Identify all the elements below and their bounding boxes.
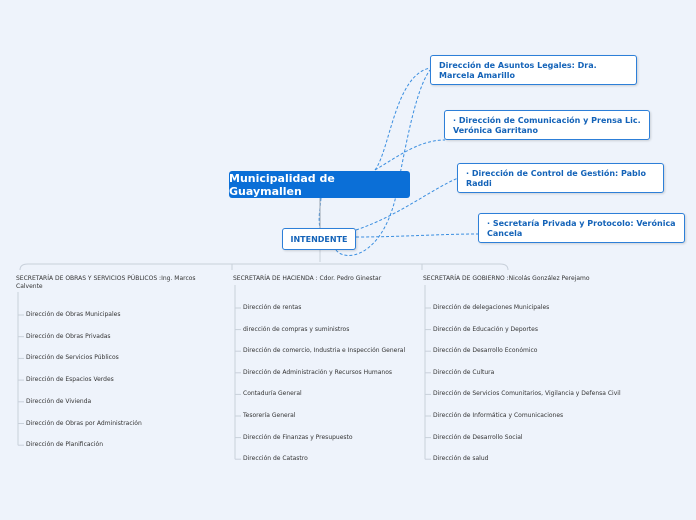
list-item[interactable]: Dirección de Cultura [433, 368, 495, 376]
column-hacienda-title[interactable]: SECRETARÍA DE HACIENDA : Cdor. Pedro Gin… [233, 275, 382, 282]
list-item[interactable]: Dirección de Espacios Verdes [26, 376, 114, 384]
node-comunicacion-prensa[interactable]: · Dirección de Comunicación y Prensa Lic… [444, 110, 650, 140]
list-item[interactable]: Dirección de Planificación [26, 441, 103, 449]
link-root-intendente [318, 197, 322, 229]
list-item[interactable]: Dirección de Informática y Comunicacione… [433, 412, 564, 419]
list-item[interactable]: Dirección de Desarrollo Social [433, 433, 523, 441]
list-item[interactable]: Dirección de Administración y Recursos H… [243, 368, 393, 376]
list-item[interactable]: Dirección de Catastro [243, 455, 308, 463]
column-gobierno-title[interactable]: SECRETARÍA DE GOBIERNO :Nicolás González… [423, 275, 590, 282]
node-asuntos-legales[interactable]: Dirección de Asuntos Legales: Dra. Marce… [430, 55, 637, 85]
link-intendente-columns [19, 250, 509, 271]
list-item[interactable]: Dirección de Obras Privadas [26, 332, 111, 340]
link-privada [355, 233, 479, 238]
list-item[interactable]: Dirección de Finanzas y Presupuesto [243, 433, 353, 441]
list-item[interactable]: Tesorería General [243, 412, 296, 419]
list-item[interactable]: Contaduría General [243, 390, 302, 398]
list-item[interactable]: Dirección de Obras por Administración [26, 419, 142, 427]
list-item[interactable]: Dirección de delegaciones Municipales [433, 304, 550, 311]
list-item[interactable]: Dirección de Obras Municipales [26, 311, 121, 318]
list-item[interactable]: Dirección de comercio, Industria e Inspe… [243, 347, 406, 355]
link-comunicacion [374, 139, 446, 171]
node-secretaria-privada[interactable]: · Secretaría Privada y Protocolo: Veróni… [478, 213, 685, 243]
list-item[interactable]: Dirección de Vivienda [26, 397, 92, 405]
list-item[interactable]: Dirección de Desarrollo Económico [433, 347, 538, 355]
list-item[interactable]: Dirección de Educación y Deportes [433, 325, 538, 333]
node-control-gestion[interactable]: · Dirección de Control de Gestión: Pablo… [457, 163, 664, 193]
list-item[interactable]: Dirección de rentas [243, 304, 302, 311]
intendente-node[interactable]: INTENDENTE [282, 228, 356, 250]
column-obras-title[interactable]: SECRETARÍA DE OBRAS Y SERVICIOS PÚBLICOS… [16, 275, 196, 290]
root-node[interactable]: Municipalidad de Guaymallen [229, 171, 410, 198]
list-item[interactable]: Dirección de Servicios Comunitarios, Vig… [433, 390, 621, 398]
list-item[interactable]: dirección de compras y suministros [243, 325, 350, 333]
list-item[interactable]: Dirección de Servicios Públicos [26, 354, 119, 362]
link-legal [374, 67, 431, 171]
list-item[interactable]: Dirección de salud [433, 455, 489, 463]
